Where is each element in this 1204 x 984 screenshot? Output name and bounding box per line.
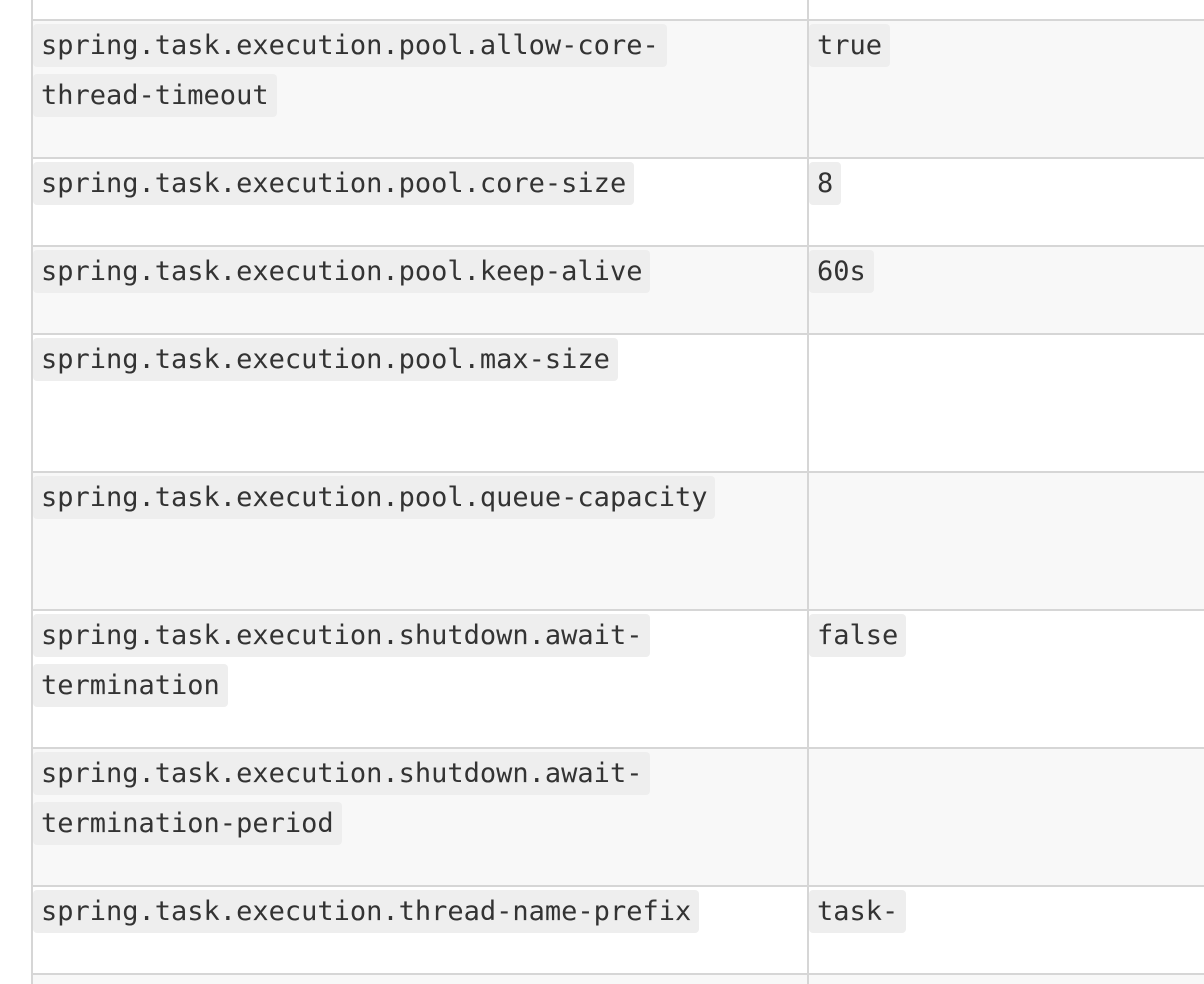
table-row: spring.task.execution.thread-name-prefix… — [31, 885, 1204, 975]
property-default-cell: true — [807, 19, 1204, 159]
property-key-cell: spring.task.execution.thread-name-prefix — [31, 885, 809, 975]
table-row — [31, 0, 1204, 21]
property-key: spring.task.execution.pool.allow-core- t… — [33, 24, 667, 117]
property-key: spring.task.execution.shutdown.await- te… — [33, 752, 651, 845]
table-cell — [807, 0, 1204, 21]
property-key: spring.task.execution.pool.queue-capacit… — [33, 476, 716, 519]
property-key-cell: spring.task.execution.shutdown.await- te… — [31, 747, 809, 887]
property-key-cell: spring.task.execution.pool.keep-alive — [31, 245, 809, 335]
property-key-cell: spring.task.execution.pool.max-size — [31, 333, 809, 473]
table-row — [31, 973, 1204, 984]
table-cell — [31, 973, 809, 984]
table-row: spring.task.execution.shutdown.await- te… — [31, 609, 1204, 749]
property-default-value: task- — [809, 890, 907, 933]
property-default-value: false — [809, 614, 907, 657]
property-default-value: 60s — [809, 250, 874, 293]
property-key-cell: spring.task.execution.pool.core-size — [31, 157, 809, 247]
property-default-cell — [807, 333, 1204, 473]
table-row: spring.task.execution.pool.keep-alive 60… — [31, 245, 1204, 335]
table-cell — [807, 973, 1204, 984]
table-row: spring.task.execution.shutdown.await- te… — [31, 747, 1204, 887]
table-row: spring.task.execution.pool.core-size 8 — [31, 157, 1204, 247]
property-key-cell: spring.task.execution.shutdown.await- te… — [31, 609, 809, 749]
properties-table: spring.task.execution.pool.allow-core- t… — [31, 0, 1204, 984]
property-default-cell: task- — [807, 885, 1204, 975]
property-default-cell: 8 — [807, 157, 1204, 247]
property-default-cell: false — [807, 609, 1204, 749]
property-key: spring.task.execution.thread-name-prefix — [33, 890, 700, 933]
property-key: spring.task.execution.pool.max-size — [33, 338, 618, 381]
property-key: spring.task.execution.pool.keep-alive — [33, 250, 651, 293]
property-default-cell — [807, 747, 1204, 887]
property-key-cell: spring.task.execution.pool.queue-capacit… — [31, 471, 809, 611]
table-row: spring.task.execution.pool.max-size — [31, 333, 1204, 473]
table-cell — [31, 0, 809, 21]
table-row: spring.task.execution.pool.allow-core- t… — [31, 19, 1204, 159]
property-key-cell: spring.task.execution.pool.allow-core- t… — [31, 19, 809, 159]
table-row: spring.task.execution.pool.queue-capacit… — [31, 471, 1204, 611]
property-default-cell — [807, 471, 1204, 611]
property-default-cell: 60s — [807, 245, 1204, 335]
property-key: spring.task.execution.shutdown.await- te… — [33, 614, 651, 707]
property-default-value: true — [809, 24, 891, 67]
property-default-value: 8 — [809, 162, 842, 205]
property-key: spring.task.execution.pool.core-size — [33, 162, 635, 205]
